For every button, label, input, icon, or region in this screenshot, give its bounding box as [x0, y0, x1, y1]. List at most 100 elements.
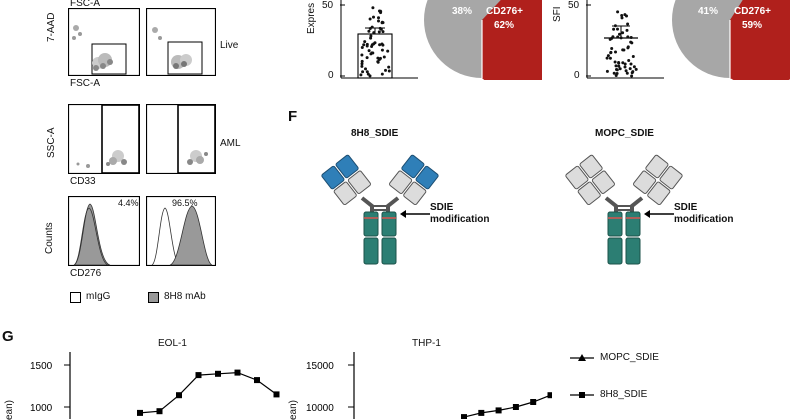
- thp1-ytick-15000: 15000: [306, 361, 334, 372]
- dot-point: [361, 70, 365, 74]
- dot-point: [613, 60, 617, 64]
- pie-chart-sfi: 41% CD276+ 59%: [672, 0, 790, 80]
- flow-plot-live-8h8: [146, 8, 216, 76]
- data-point: [495, 407, 502, 414]
- data-point: [547, 392, 552, 399]
- dot-point: [629, 62, 633, 66]
- dot-point: [611, 35, 615, 39]
- dot-point: [387, 69, 391, 73]
- legend-mopc-label: MOPC_SDIE: [600, 352, 659, 363]
- dot-point: [629, 36, 633, 39]
- dot-point: [384, 68, 387, 72]
- legend-migg-label: mIgG: [86, 291, 111, 302]
- dot-point: [605, 69, 609, 73]
- dot-point: [626, 35, 630, 39]
- data-point: [137, 409, 143, 416]
- mod-label-left-1: SDIE: [430, 202, 454, 213]
- flow-row2-ylabel: SSC-A: [46, 127, 57, 158]
- flow-row3-ylabel: Counts: [44, 222, 55, 254]
- dot-point: [605, 56, 609, 60]
- dot-point: [370, 45, 374, 48]
- flow-pct-left: 4.4%: [118, 198, 139, 208]
- flow-plot-live-migg: [68, 8, 140, 76]
- dot-point: [378, 26, 382, 30]
- line-chart-eol1: 1500 1000: [30, 352, 280, 419]
- dot-point: [380, 72, 384, 76]
- dot-point: [387, 65, 391, 69]
- dot-point: [366, 72, 370, 76]
- dot-point: [365, 44, 369, 48]
- chart-thp1-ylabel: ean): [288, 399, 299, 420]
- data-point: [254, 377, 260, 384]
- flow-plot-aml-8h8: [146, 104, 216, 174]
- dot-point: [360, 62, 364, 66]
- dot-point: [616, 35, 620, 39]
- expr-tick-0: 0: [328, 70, 334, 81]
- legend-8h8-label: 8H8 mAb: [164, 291, 206, 302]
- dot-point: [369, 34, 373, 38]
- dot-point: [618, 67, 622, 71]
- expr-ylabel: Expres: [306, 2, 317, 34]
- dot-point: [634, 67, 638, 71]
- dot-point: [362, 43, 366, 47]
- pie2-pos-label-1: CD276+: [734, 6, 771, 17]
- dot-point: [620, 14, 624, 17]
- dot-point: [620, 16, 624, 20]
- flow-row2-xlabel: CD33: [70, 176, 96, 187]
- dot-point: [625, 71, 629, 75]
- dot-point: [625, 28, 629, 32]
- dot-point: [631, 70, 635, 74]
- dot-point: [614, 74, 618, 77]
- data-point: [461, 414, 467, 419]
- dot-point: [619, 36, 623, 40]
- flow-row3-xlabel: CD276: [70, 268, 102, 279]
- dot-point: [621, 61, 625, 65]
- dot-point: [623, 13, 627, 17]
- data-point: [512, 404, 519, 410]
- dot-point: [365, 56, 369, 60]
- dot-point: [360, 46, 364, 49]
- dot-point: [359, 73, 363, 77]
- pie1-neg-label: 38%: [452, 6, 472, 17]
- dot-point: [381, 30, 385, 34]
- flow-hist-8h8: [146, 196, 216, 266]
- antibody-label-8h8: 8H8_SDIE: [351, 128, 399, 139]
- dot-point: [617, 64, 621, 68]
- dot-point: [372, 31, 376, 35]
- panel-letter-f: F: [288, 108, 298, 125]
- data-point: [273, 391, 280, 398]
- dot-point: [377, 16, 380, 20]
- pie2-pos-label-2: 59%: [742, 20, 762, 31]
- dot-point: [380, 48, 384, 52]
- dot-point: [629, 40, 633, 44]
- antibody-mopc-sdie: [565, 154, 683, 265]
- dot-point: [377, 30, 381, 34]
- dot-point: [612, 27, 616, 31]
- chart-title-eol1: EOL-1: [158, 338, 187, 349]
- chart-title-thp1: THP-1: [412, 338, 441, 349]
- dot-point: [609, 51, 613, 55]
- legend-8h8-label: 8H8_SDIE: [600, 389, 648, 400]
- legend-8h8-mark: [570, 392, 594, 398]
- dot-point: [627, 59, 631, 62]
- dot-point: [376, 60, 380, 64]
- expr-dotplot: [340, 0, 418, 79]
- dot-point: [377, 58, 381, 61]
- eol1-ytick-1500: 1500: [30, 361, 53, 372]
- dot-point: [379, 9, 383, 13]
- thp1-ytick-10000: 10000: [306, 403, 334, 414]
- dot-point: [618, 32, 621, 36]
- dot-point: [614, 50, 617, 54]
- flow-row1-xlabel: FSC-A: [70, 78, 100, 89]
- dot-point: [360, 59, 364, 63]
- dot-point: [378, 43, 382, 47]
- data-point: [478, 409, 485, 416]
- pie1-pos-label-2: 62%: [494, 20, 514, 31]
- dot-point: [360, 64, 364, 68]
- panel-letter-g: G: [2, 328, 14, 345]
- flow-plot-aml-migg: [68, 104, 140, 174]
- sfi-dotplot: [586, 0, 664, 79]
- dot-point: [615, 68, 619, 72]
- dot-point: [364, 67, 367, 71]
- sfi-ylabel: SFI: [552, 6, 563, 22]
